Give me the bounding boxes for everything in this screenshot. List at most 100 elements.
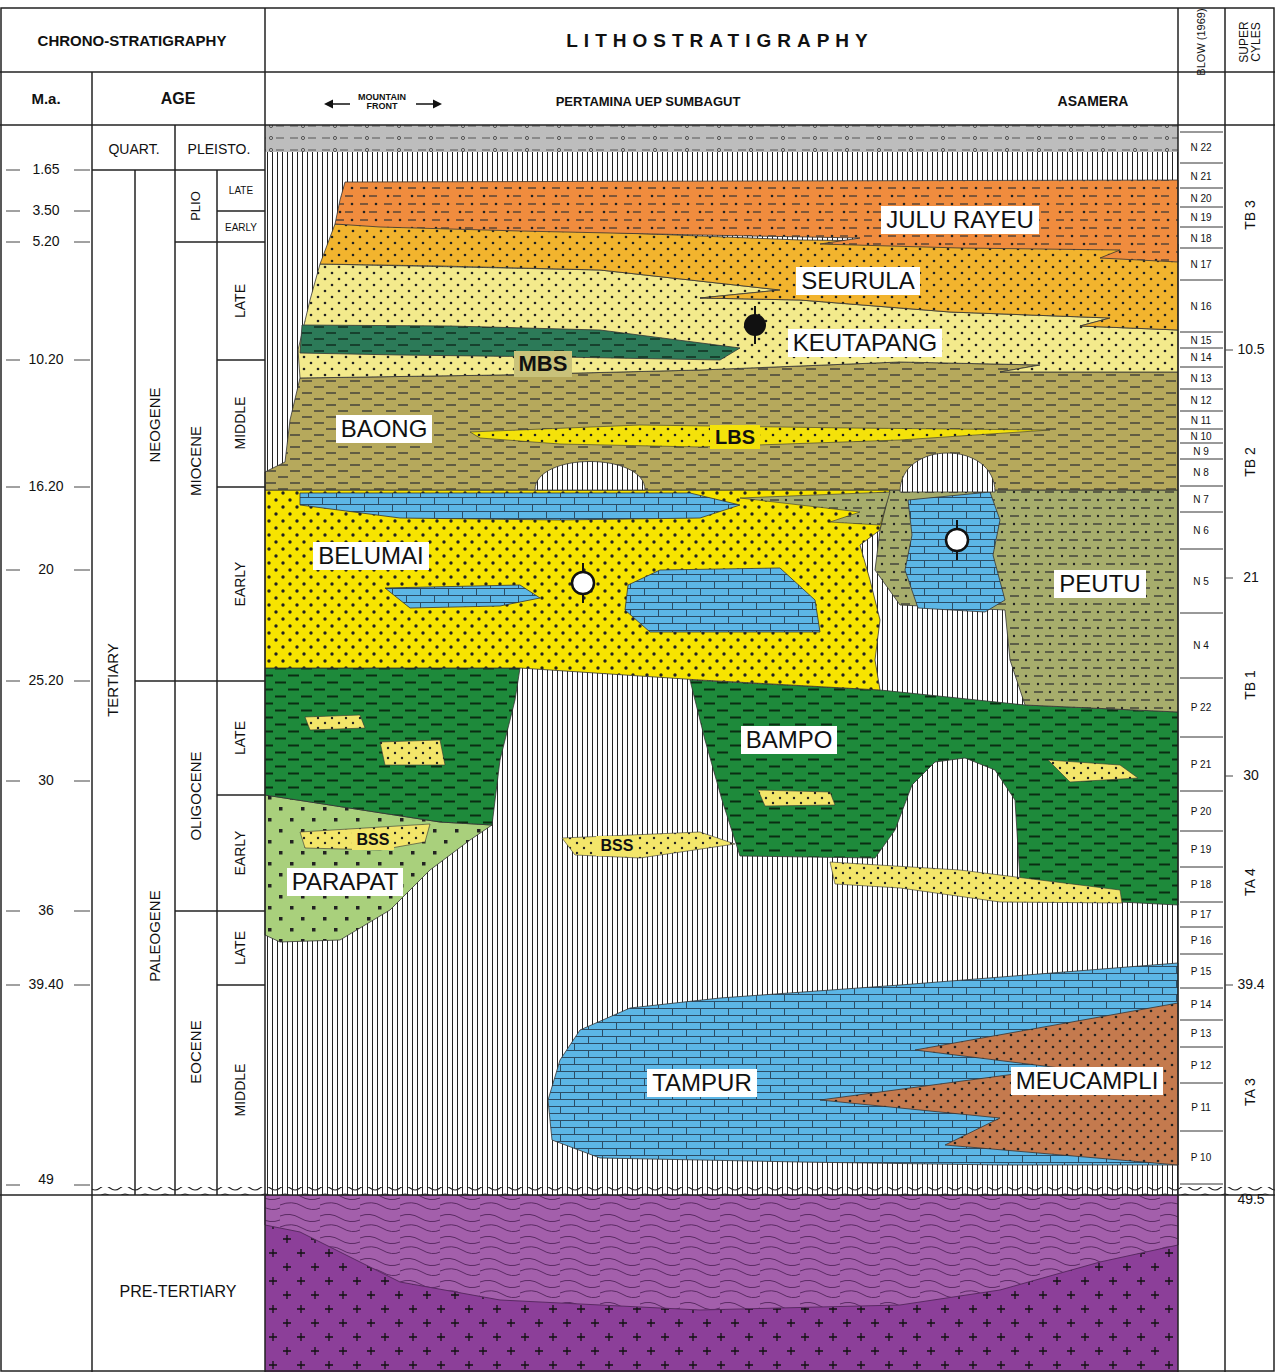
super-cycle: 39.4 [1237, 977, 1264, 992]
age-number: 30 [38, 773, 54, 788]
age-number: 49 [38, 1172, 54, 1187]
blow-zone: P 22 [1191, 702, 1211, 713]
section-label: MOUNTAIN FRONT [353, 93, 411, 111]
blow-zone: P 20 [1191, 806, 1211, 817]
super-cycle: TA 4 [1243, 868, 1258, 896]
blow-zone: N 13 [1190, 373, 1211, 384]
age-label: LATE [233, 931, 248, 965]
formation-name: PEUTU [1059, 571, 1140, 597]
formation-name: MBS [519, 352, 568, 376]
age-label: OLIGOCENE [188, 751, 205, 840]
age-label: EARLY [233, 562, 248, 607]
column-header: CHRONO-STRATIGRAPHY [38, 33, 227, 50]
super-cycle: TB 2 [1243, 447, 1258, 477]
super-cycle: 30 [1243, 768, 1259, 783]
blow-zone: N 12 [1190, 395, 1211, 406]
age-label: LATE [233, 284, 248, 318]
formation-name: TAMPUR [652, 1070, 752, 1096]
blow-zone: P 12 [1191, 1060, 1211, 1071]
blow-zone: N 4 [1193, 640, 1209, 651]
age-label: QUART. [108, 142, 159, 157]
formation-label: PEUTU [1054, 570, 1145, 598]
formation-name: KEUTAPANG [793, 330, 937, 356]
blow-zone: P 16 [1191, 935, 1211, 946]
blow-zone: N 14 [1190, 352, 1211, 363]
formation-name: BAONG [341, 416, 428, 442]
formation-label: PARAPAT [287, 868, 404, 896]
section-label: ASAMERA [1058, 94, 1129, 109]
age-label: EOCENE [188, 1020, 205, 1083]
formation-label: SEURULA [796, 267, 919, 295]
blow-zone: N 17 [1190, 259, 1211, 270]
blow-zone: P 21 [1191, 759, 1211, 770]
formation-label: BAMPO [741, 726, 838, 754]
blow-zone: N 11 [1191, 415, 1211, 426]
formation-name: JULU RAYEU [886, 207, 1034, 233]
formation-label: MBS [514, 351, 573, 377]
column-header: BLOW (1969) [1195, 8, 1207, 75]
formation-name: LBS [715, 426, 755, 448]
blow-zone: P 15 [1191, 966, 1211, 977]
formation-name: BSS [357, 831, 390, 849]
super-cycle: 10.5 [1237, 342, 1264, 357]
blow-zone: N 19 [1190, 212, 1211, 223]
age-number: 39.40 [28, 977, 63, 992]
blow-zone: N 8 [1193, 467, 1209, 478]
blow-zone: N 15 [1190, 335, 1211, 346]
formation-name: BSS [601, 837, 634, 855]
formation-name: MEUCAMPLI [1016, 1068, 1159, 1094]
age-label: PLIO [189, 191, 203, 221]
age-label: LATE [233, 721, 248, 755]
age-label: TERTIARY [105, 643, 122, 717]
blow-zone: P 17 [1191, 909, 1211, 920]
blow-zone: P 13 [1191, 1028, 1211, 1039]
age-label: MIDDLE [233, 1064, 248, 1117]
formation-name: PARAPAT [292, 869, 399, 895]
blow-zone: P 19 [1191, 844, 1211, 855]
formation-label: BSS [596, 836, 639, 856]
formation-label: JULU RAYEU [881, 206, 1039, 234]
blow-zone: N 20 [1190, 193, 1211, 204]
blow-zone: N 22 [1190, 142, 1211, 153]
blow-zone: N 5 [1193, 576, 1209, 587]
blow-zone: P 10 [1191, 1152, 1211, 1163]
column-header: AGE [161, 90, 196, 108]
age-label: EARLY [225, 222, 257, 233]
blow-zone: N 6 [1193, 525, 1209, 536]
formation-label: BAONG [336, 415, 433, 443]
age-number: 36 [38, 903, 54, 918]
age-number: 5.20 [32, 234, 59, 249]
column-header: LITHOSTRATIGRAPHY [566, 31, 873, 52]
age-label: PRE-TERTIARY [120, 1283, 237, 1301]
formation-label: BSS [352, 830, 395, 850]
age-label: MIOCENE [188, 426, 205, 496]
formation-label: KEUTAPANG [788, 329, 942, 357]
well-symbol [572, 306, 968, 603]
column-header: SUPER CYLES [1238, 16, 1262, 68]
age-label: MIDDLE [233, 397, 248, 450]
age-number: 25.20 [28, 673, 63, 688]
age-number: 3.50 [32, 203, 59, 218]
age-label: NEOGENE [147, 387, 164, 462]
formation-name: BELUMAI [318, 543, 423, 569]
formation-label: BELUMAI [313, 542, 428, 570]
blow-zone: N 18 [1190, 233, 1211, 244]
formation-label: TAMPUR [647, 1069, 757, 1097]
blow-zone: P 11 [1191, 1102, 1211, 1113]
super-cycle: TB 3 [1243, 200, 1258, 230]
age-label: PALEOGENE [147, 890, 164, 981]
formation-name: SEURULA [801, 268, 914, 294]
super-cycle: 21 [1243, 570, 1259, 585]
blow-zone: N 21 [1190, 171, 1211, 182]
age-number: 16.20 [28, 479, 63, 494]
super-cycle: TA 3 [1243, 1078, 1258, 1106]
blow-zone: P 14 [1191, 999, 1211, 1010]
super-cycle: TB 1 [1243, 670, 1258, 700]
blow-zone: N 10 [1190, 431, 1211, 442]
super-cycle: 49.5 [1237, 1192, 1264, 1207]
blow-zone: P 18 [1191, 879, 1211, 890]
age-number: 10.20 [28, 352, 63, 367]
formation-name: BAMPO [746, 727, 833, 753]
blow-zone: N 9 [1193, 446, 1209, 457]
blow-zone: N 7 [1193, 494, 1209, 505]
